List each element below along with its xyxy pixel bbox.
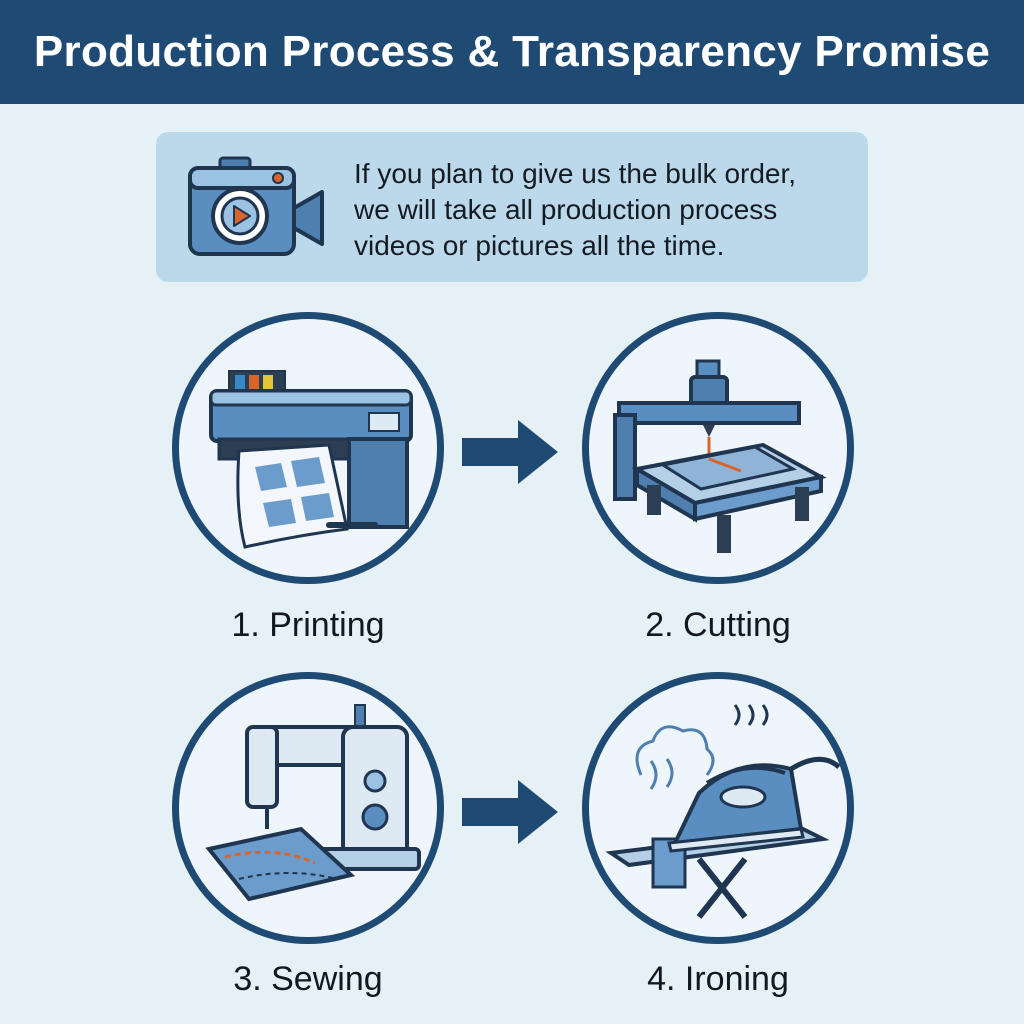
transparency-callout: If you plan to give us the bulk order, w… <box>156 132 868 282</box>
header-banner: Production Process & Transparency Promis… <box>0 0 1024 104</box>
promise-line-3: videos or pictures all the time. <box>354 230 725 261</box>
step-label-sewing: 3. Sewing <box>233 960 383 998</box>
arrow-right-icon <box>462 780 558 844</box>
step-cutting-circle <box>582 312 854 584</box>
arrow-right-icon <box>462 420 558 484</box>
page-title: Production Process & Transparency Promis… <box>33 27 991 76</box>
promise-line-1: If you plan to give us the bulk order, <box>354 158 797 189</box>
promise-text: If you plan to give us the bulk order, w… <box>354 156 854 264</box>
steam-iron-icon <box>605 704 841 919</box>
step-ironing-circle <box>582 672 854 944</box>
promise-line-2: we will take all production process <box>354 194 778 225</box>
step-sewing-circle <box>172 672 444 944</box>
cutting-machine-icon <box>613 359 827 553</box>
step-label-cutting: 2. Cutting <box>645 606 791 644</box>
sewing-machine-icon <box>205 704 421 902</box>
printer-icon <box>209 370 413 549</box>
step-label-ironing: 4. Ironing <box>647 960 789 998</box>
video-camera-icon <box>188 156 324 256</box>
step-printing-circle <box>172 312 444 584</box>
step-label-printing: 1. Printing <box>231 606 385 644</box>
